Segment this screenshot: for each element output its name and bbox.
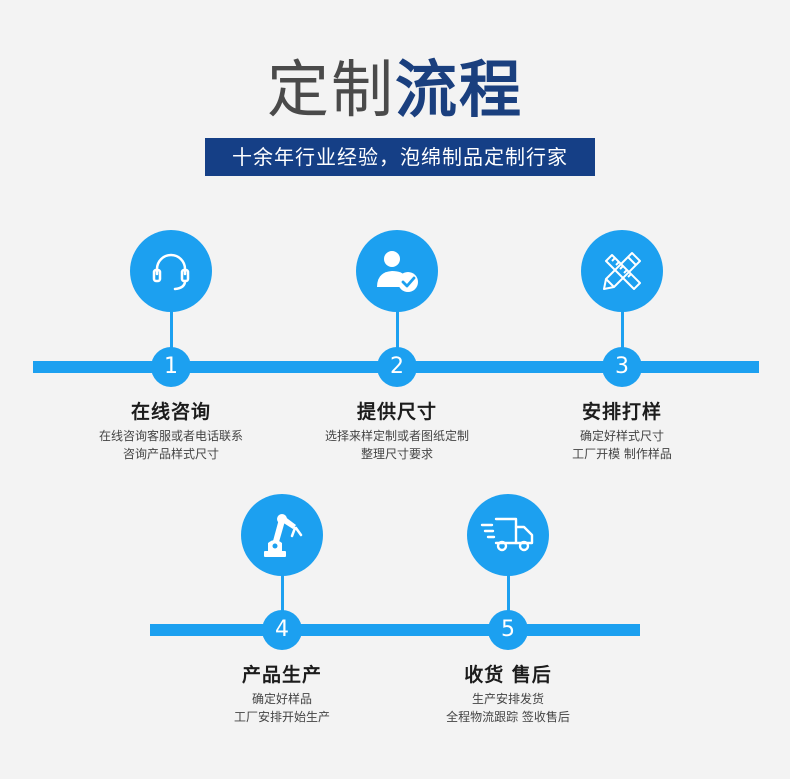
delivery-truck-icon xyxy=(480,513,536,557)
subtitle-banner: 十余年行业经验，泡绵制品定制行家 xyxy=(205,138,595,176)
step-icon-circle xyxy=(241,494,323,576)
step-desc-line2: 全程物流跟踪 签收售后 xyxy=(446,710,570,724)
step-desc-line1: 在线咨询客服或者电话联系 xyxy=(98,429,243,443)
step-number: 2 xyxy=(377,347,417,387)
step-desc-line2: 工厂安排开始生产 xyxy=(233,710,330,724)
page-title: 定制流程 xyxy=(0,52,790,128)
step-label: 产品生产 xyxy=(241,664,322,686)
step-connector xyxy=(621,308,624,348)
step-connector xyxy=(507,572,510,612)
robot-arm-icon xyxy=(256,509,308,561)
title-light: 定制 xyxy=(266,53,395,126)
step-desc-line1: 确定好样式尺寸 xyxy=(579,429,664,443)
step-desc-line2: 工厂开模 制作样品 xyxy=(572,447,672,461)
timeline-bar-bottom xyxy=(150,624,640,636)
step-label: 提供尺寸 xyxy=(356,401,437,423)
step-desc-line2: 咨询产品样式尺寸 xyxy=(122,447,219,461)
ruler-pencil-icon xyxy=(598,247,646,295)
step-desc-line1: 确定好样品 xyxy=(251,692,312,706)
step-desc-line1: 生产安排发货 xyxy=(471,692,544,706)
title-bold: 流程 xyxy=(395,53,524,126)
step-desc-line2: 整理尺寸要求 xyxy=(360,447,433,461)
user-check-icon xyxy=(372,246,422,296)
step-label: 在线咨询 xyxy=(130,401,211,423)
step-icon-circle xyxy=(356,230,438,312)
step-desc-line1: 选择来样定制或者图纸定制 xyxy=(324,429,469,443)
step-connector xyxy=(281,572,284,612)
step-number: 3 xyxy=(602,347,642,387)
step-label: 安排打样 xyxy=(581,401,662,423)
step-number: 4 xyxy=(262,610,302,650)
step-number: 1 xyxy=(151,347,191,387)
step-number: 5 xyxy=(488,610,528,650)
headset-icon xyxy=(148,248,194,294)
step-label: 收货 售后 xyxy=(464,664,552,686)
step-icon-circle xyxy=(130,230,212,312)
step-icon-circle xyxy=(581,230,663,312)
step-connector xyxy=(396,308,399,348)
step-icon-circle xyxy=(467,494,549,576)
step-connector xyxy=(170,308,173,348)
